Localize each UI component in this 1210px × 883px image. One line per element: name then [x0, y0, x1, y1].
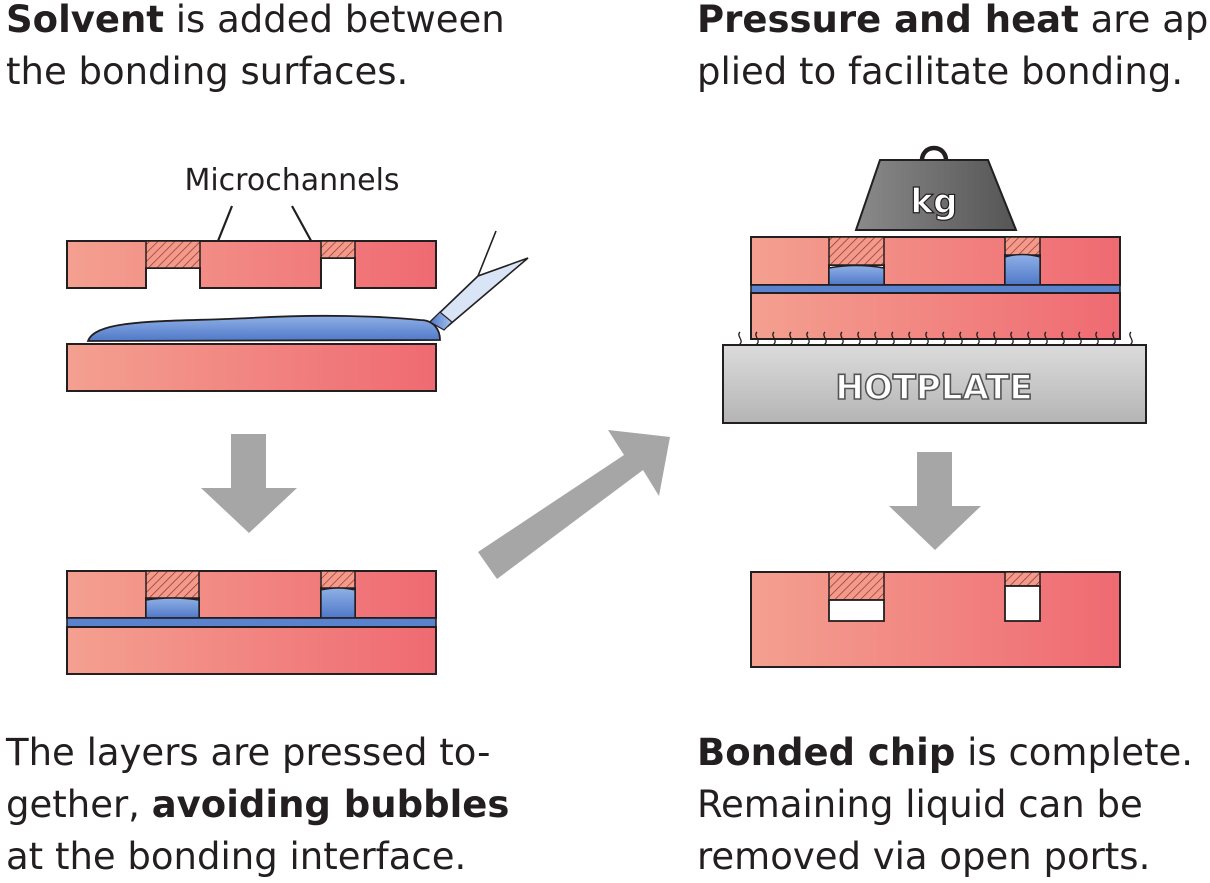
panel-solvent-added: Microchannels: [66, 163, 529, 392]
down-arrow-icon: [889, 452, 981, 550]
caption-text: is complete.: [955, 731, 1194, 774]
caption-line: The layers are pressed to-: [6, 731, 491, 774]
bottom-layer: [66, 626, 437, 675]
caption-line: Solvent is added between: [6, 0, 505, 46]
caption-text: gether,: [6, 783, 152, 826]
caption-bold: Solvent: [6, 0, 164, 41]
caption-line: at the bonding interface.: [6, 835, 467, 878]
caption-layers-pressed: The layers are pressed to- gether, avoid…: [6, 727, 509, 883]
caption-bold: Bonded chip: [697, 731, 956, 774]
solvent-film: [750, 284, 1121, 294]
top-layer: [66, 570, 437, 619]
solvent-in-channel: [145, 597, 200, 619]
caption-line: the bonding surfaces.: [6, 50, 409, 93]
caption-line: Bonded chip is complete.: [697, 727, 1193, 779]
hotplate-label: HOTPLATE: [835, 368, 1032, 408]
hotplate: [722, 344, 1147, 424]
caption-line: gether, avoiding bubbles: [6, 779, 509, 831]
top-layer: [66, 240, 437, 289]
bonded-chip: [750, 571, 1121, 668]
caption-line: Pressure and heat are ap-: [697, 0, 1210, 46]
channel-port-hatch: [1004, 236, 1041, 256]
pipette-solvent: [429, 311, 453, 331]
open-channel: [1004, 585, 1041, 622]
weight-label: kg: [911, 182, 958, 222]
caption-bold: avoiding bubbles: [151, 783, 510, 826]
channel-port-hatch: [145, 570, 200, 599]
channel-port-hatch: [320, 240, 356, 259]
bottom-layer: [66, 343, 437, 392]
channel-port-hatch: [828, 571, 885, 601]
caption-line: Remaining liquid can be: [697, 783, 1143, 826]
pipette-edge: [477, 230, 497, 277]
caption-line: plied to facilitate bonding.: [697, 50, 1184, 93]
channel-port-hatch: [828, 236, 885, 266]
diagonal-arrow-icon: [478, 430, 670, 579]
caption-text: is added between: [164, 0, 505, 41]
channel-port-hatch: [1004, 571, 1041, 587]
caption-bonded-chip: Bonded chip is complete. Remaining liqui…: [697, 727, 1193, 883]
solvent-puddle: [86, 314, 441, 342]
open-channel: [828, 599, 885, 622]
weight-icon: [854, 159, 1018, 231]
panel-pressure-heat: kg HOTPLATE: [722, 145, 1147, 424]
panel-layers-pressed: [66, 570, 437, 675]
caption-pressure-heat: Pressure and heat are ap- plied to facil…: [697, 0, 1210, 98]
weight-handle: [919, 145, 949, 164]
solvent-film: [66, 617, 437, 628]
caption-solvent-added: Solvent is added between the bonding sur…: [6, 0, 505, 98]
caption-bold: Pressure and heat: [697, 0, 1079, 41]
microchannels-label: Microchannels: [184, 163, 399, 198]
top-layer: [750, 236, 1121, 286]
solvent-in-channel: [1004, 253, 1041, 286]
panel-bonded-chip: [750, 571, 1121, 668]
caption-line: removed via open ports.: [697, 835, 1151, 878]
solvent-in-channel: [828, 264, 885, 286]
channel-port-hatch: [145, 240, 201, 269]
caption-text: are ap-: [1078, 0, 1210, 41]
channel-port-hatch: [320, 570, 356, 589]
solvent-in-channel: [320, 587, 356, 619]
bottom-layer: [750, 292, 1121, 340]
down-arrow-icon: [201, 434, 297, 533]
